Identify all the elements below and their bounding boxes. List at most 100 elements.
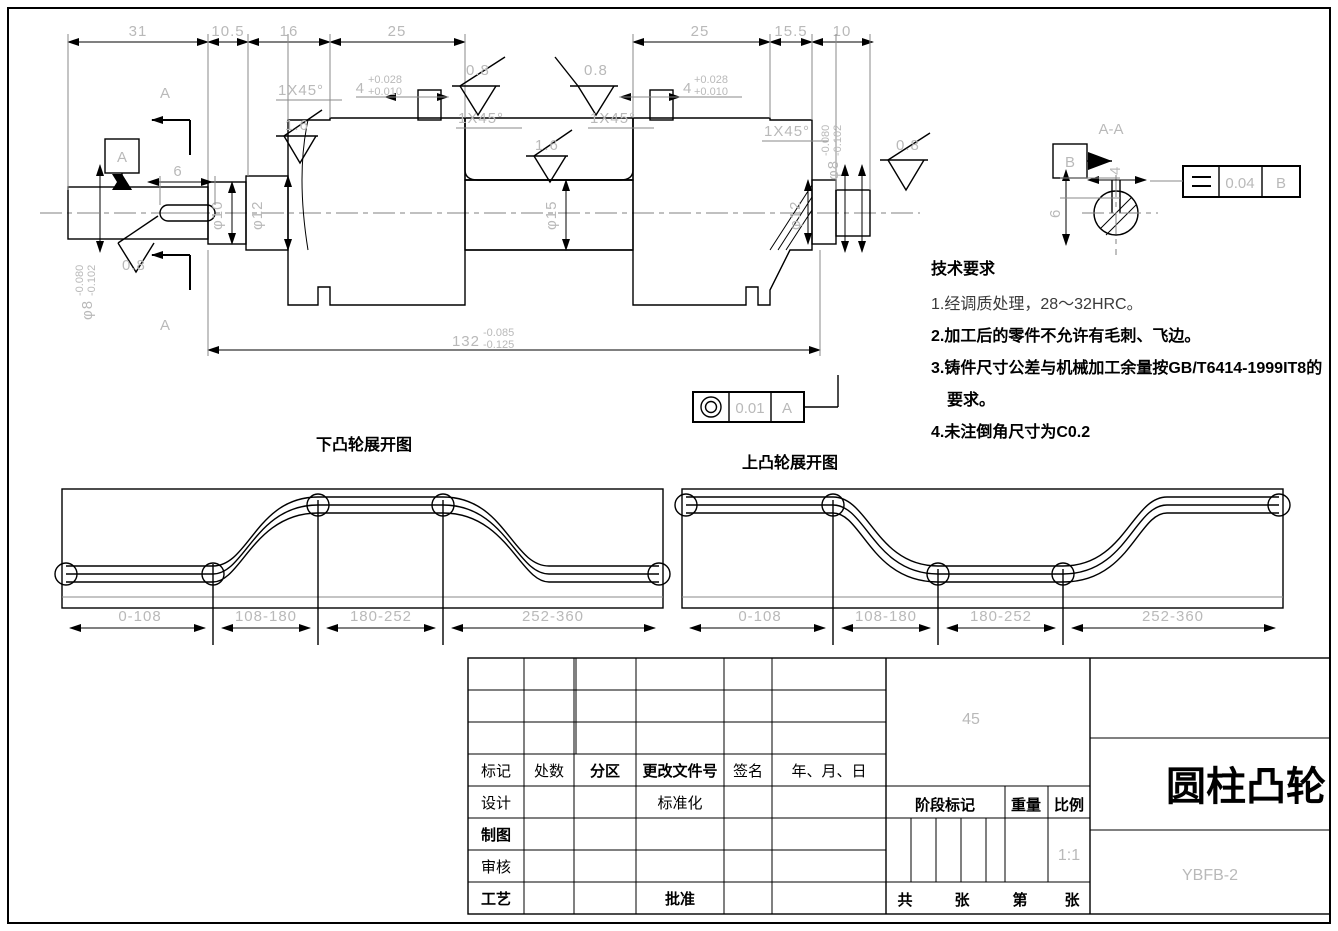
cam-lower-node-0 bbox=[54, 562, 78, 586]
groove-value-left: 4 bbox=[356, 80, 365, 97]
dia-phi8-right-group: φ8 -0.080 -0.102 bbox=[820, 125, 844, 180]
role-1: 制图 bbox=[481, 826, 511, 844]
chamfer-arc-left bbox=[301, 119, 309, 251]
rough-label-bl: 0.8 bbox=[122, 257, 146, 274]
concentricity-icon bbox=[700, 396, 722, 418]
cam-upper-groove-top bbox=[686, 496, 1279, 567]
dim-16: 16 bbox=[280, 23, 299, 40]
tolerance-frame-concentricity: 0.01 A bbox=[692, 375, 839, 423]
rev-h-0: 标记 bbox=[481, 763, 511, 780]
roughness-0-8-a: 0.8 bbox=[452, 56, 506, 117]
roughness-0-8-b: 0.8 bbox=[554, 56, 618, 117]
role-2: 审核 bbox=[481, 859, 511, 876]
groove-uptol-left: +0.028 bbox=[368, 74, 402, 86]
step-phi12-right bbox=[811, 179, 837, 245]
dia-phi15: φ15 bbox=[543, 201, 560, 230]
role-0: 设计 bbox=[481, 795, 511, 812]
cam-lower-seg-2: 108-180 bbox=[235, 608, 297, 625]
cam-upper-node-0 bbox=[674, 493, 698, 517]
cam-profile-lower: 下凸轮展开图 0-108 108-180 180-252 252-360 bbox=[54, 435, 671, 645]
roughness-1-6-b: 1.6 bbox=[526, 129, 573, 184]
rev-h-2: 分区 bbox=[590, 763, 620, 780]
cam-body-right-hatch bbox=[632, 117, 813, 306]
keyway-6-dimension: 6 bbox=[147, 163, 216, 205]
groove-right bbox=[649, 89, 674, 121]
conc-value: 0.01 bbox=[735, 400, 764, 417]
cam-upper-groove-bottom bbox=[686, 512, 1279, 583]
cam-lower-groove-top bbox=[66, 496, 659, 567]
tech-req-3: 3.铸件尺寸公差与机械加工余量按GB/T6414-1999IT8的 bbox=[931, 358, 1322, 377]
chamfer-4: 1X45° bbox=[764, 123, 810, 140]
section-label-bottom: A bbox=[160, 317, 170, 334]
section-view-aa: A-A B 4 6 0.04 B bbox=[1047, 121, 1301, 255]
cam-upper-title: 上凸轮展开图 bbox=[742, 453, 838, 472]
chamfer-3: 1X45° bbox=[590, 110, 636, 127]
groove-left bbox=[417, 89, 442, 121]
dia-phi10: φ10 bbox=[209, 201, 226, 230]
keyway-6-label: 6 bbox=[173, 163, 182, 180]
approval-1: 批准 bbox=[665, 890, 695, 908]
overall-dimension-132: 132 -0.085 -0.125 bbox=[207, 250, 821, 356]
cam-body-left-hatch bbox=[287, 117, 466, 306]
groove-value-right: 4 bbox=[683, 80, 692, 97]
dim-25-right: 25 bbox=[691, 23, 710, 40]
dim-132-lo: -0.125 bbox=[483, 339, 514, 351]
cam-lower-groove-center bbox=[66, 504, 659, 575]
cam-lower-seg-3: 180-252 bbox=[350, 608, 412, 625]
rough-label-1: 0.8 bbox=[466, 62, 490, 79]
cam-body-left-outline bbox=[287, 117, 466, 306]
conc-datum: A bbox=[782, 400, 792, 417]
datum-and-section-marks: A A A bbox=[104, 85, 191, 334]
rough-label-2: 0.8 bbox=[584, 62, 608, 79]
roughness-symbols: 0.8 0.8 0.8 0.8 1.6 bbox=[117, 56, 931, 274]
rev-h-5: 年、月、日 bbox=[791, 763, 866, 780]
groove-uptol-right: +0.028 bbox=[694, 74, 728, 86]
dia-phi12-right: φ12 bbox=[787, 201, 804, 230]
cam-lower-seg-1: 0-108 bbox=[118, 608, 161, 625]
dim-10-5: 10.5 bbox=[211, 23, 244, 40]
cam-lower-title: 下凸轮展开图 bbox=[316, 435, 412, 454]
scale-label: 比例 bbox=[1054, 796, 1084, 814]
rev-h-3: 更改文件号 bbox=[642, 762, 717, 780]
rough-label-right: 0.8 bbox=[896, 137, 920, 154]
rough-label-3: 1.6 bbox=[285, 117, 309, 134]
material-value: 45 bbox=[962, 711, 980, 728]
dia-phi8-right-up: -0.080 bbox=[820, 125, 832, 156]
cam-lower-frame bbox=[61, 488, 664, 609]
dia-phi12-left: φ12 bbox=[249, 201, 266, 230]
roughness-0-8-bottomleft: 0.8 bbox=[117, 215, 159, 274]
top-dimension-chain: 31 10.5 16 25 25 15.5 10 bbox=[67, 23, 874, 190]
cam-body-right-outline bbox=[632, 117, 813, 306]
approval-0: 标准化 bbox=[657, 795, 702, 812]
cam-lower-groove-bottom bbox=[66, 512, 659, 583]
dia-phi8-left-group: φ8 -0.080 -0.102 bbox=[74, 265, 98, 320]
rev-h-4: 签名 bbox=[733, 763, 763, 780]
dia-phi8-left-up: -0.080 bbox=[74, 265, 86, 296]
sym-value: 0.04 bbox=[1225, 175, 1254, 192]
datum-a-label: A bbox=[117, 149, 127, 166]
roughness-0-8-right: 0.8 bbox=[880, 132, 931, 192]
cam-lower-seg-4: 252-360 bbox=[522, 608, 584, 625]
datum-b-triangle bbox=[1088, 152, 1112, 170]
dia-phi8-right-lo: -0.102 bbox=[832, 125, 844, 156]
cam-lower-node-4 bbox=[647, 562, 671, 586]
dia-phi8-left: φ8 bbox=[79, 300, 96, 320]
cam-upper-node-4 bbox=[1267, 493, 1291, 517]
section-label-top: A bbox=[160, 85, 170, 102]
tech-req-1: 1.经调质处理，28～32HRC。 bbox=[931, 295, 1143, 313]
part-code: YBFB-2 bbox=[1182, 867, 1238, 884]
tech-req-3b: 要求。 bbox=[947, 390, 995, 409]
groove-dimension-right: 4 +0.028 +0.010 bbox=[619, 74, 742, 101]
groove-lotol-right: +0.010 bbox=[694, 86, 728, 98]
left-keyway-slot bbox=[159, 204, 216, 222]
dia-phi8-right: φ8 bbox=[825, 160, 842, 180]
dia-phi8-left-lo: -0.102 bbox=[86, 265, 98, 296]
sheet-border bbox=[7, 7, 1331, 924]
section-keyway-width: 4 bbox=[1107, 166, 1124, 175]
chamfer-2: 1X45° bbox=[458, 110, 504, 127]
cam-upper-groove-center bbox=[686, 504, 1279, 575]
role-3: 工艺 bbox=[481, 891, 511, 908]
chamfer-labels: 1X45° 1X45° 1X45° 1X45° bbox=[276, 82, 828, 142]
cam-profile-upper: 上凸轮展开图 0-108 108-180 180-252 252-360 bbox=[674, 453, 1291, 645]
